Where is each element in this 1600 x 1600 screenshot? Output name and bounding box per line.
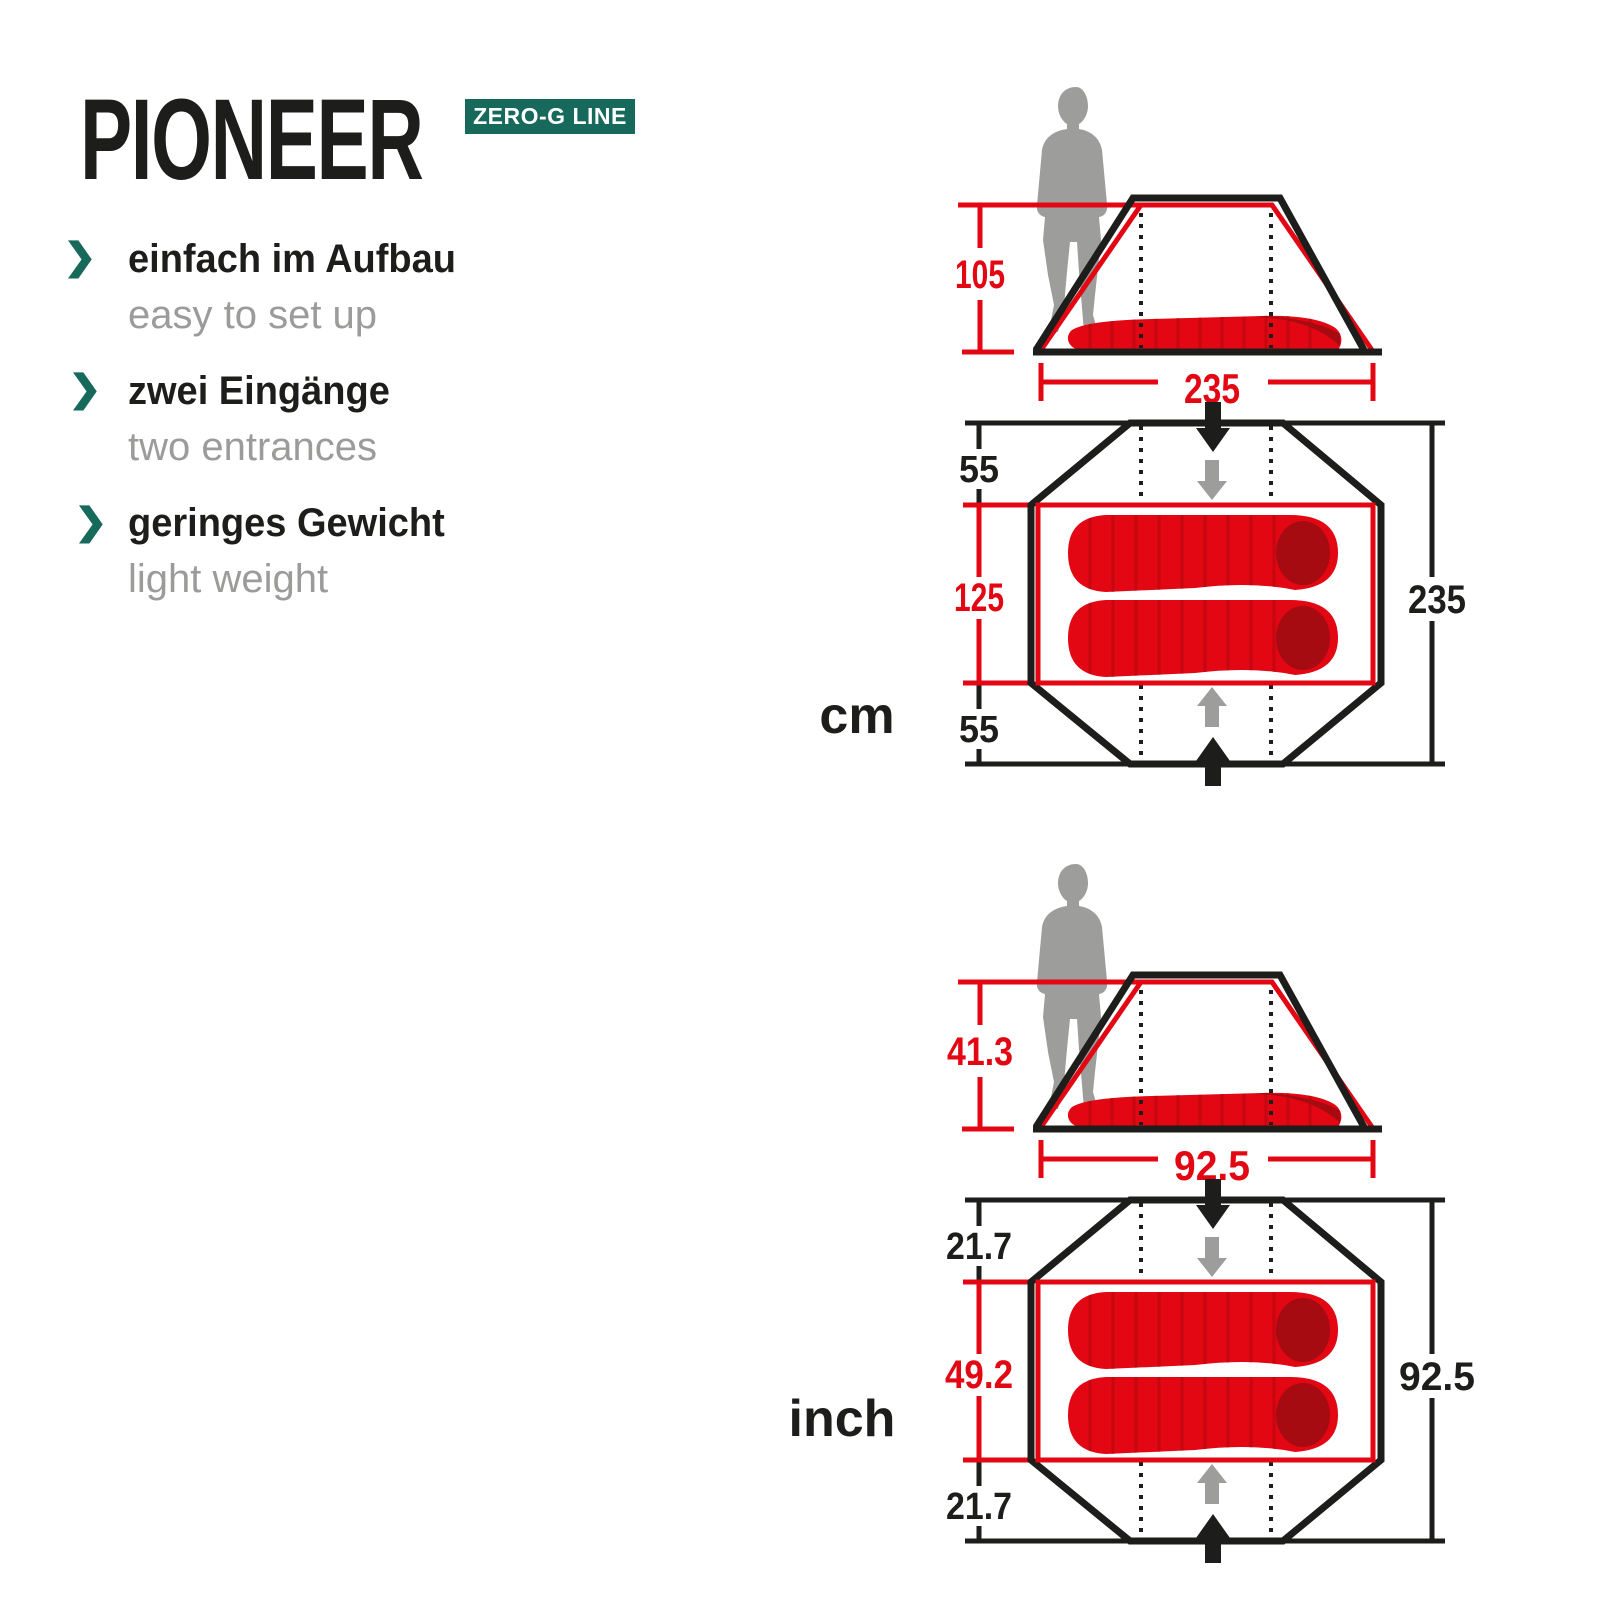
inner-door-arrow-icon: [1197, 460, 1227, 727]
vestibule-top-value: 21.7: [946, 1226, 1012, 1268]
unit-label: inch: [789, 1390, 896, 1448]
tent-side-view: 41.3 92.5: [947, 971, 1382, 1189]
inner-tent-rect: [1035, 1279, 1376, 1463]
sleeping-bag-side: [1067, 1092, 1342, 1127]
vestibule-bottom-value: 55: [959, 709, 999, 751]
tent-footprint-octagon: [1027, 1196, 1385, 1545]
inner-length-value: 125: [954, 576, 1004, 620]
feature-en: light weight: [128, 557, 329, 601]
feature-de: geringes Gewicht: [128, 501, 445, 545]
feature-de: zwei Eingänge: [128, 369, 390, 413]
chevron-right-icon: ❯: [63, 236, 97, 278]
outer-tent-outline: [1033, 194, 1382, 356]
inner-dimension-red: [963, 1279, 1036, 1463]
vestibule-top-value: 55: [959, 449, 999, 491]
product-line-badge: ZERO-G LINE: [465, 99, 635, 134]
side-height-value: 41.3: [947, 1030, 1013, 1074]
feature-en: two entrances: [128, 425, 378, 469]
feature-en: easy to set up: [128, 293, 378, 337]
chevron-right-icon: ❯: [68, 368, 102, 410]
feature-de: einfach im Aufbau: [128, 237, 456, 281]
total-length-value: 92.5: [1399, 1355, 1475, 1399]
tent-footprint-octagon: [1027, 419, 1385, 768]
tent-top-view: 55 125 55 235: [954, 402, 1466, 786]
tent-dimension-diagram-cm: 105 235: [819, 87, 1466, 786]
height-dimension: 41.3: [947, 982, 1014, 1132]
vestibule-bottom-value: 21.7: [946, 1486, 1012, 1528]
inner-dimension-red: [963, 502, 1036, 686]
total-length-value: 235: [1408, 578, 1466, 622]
product-line-badge-label: ZERO-G LINE: [473, 103, 627, 129]
page-title: PIONEER: [80, 76, 424, 204]
side-height-value: 105: [955, 253, 1005, 297]
sleeping-bag-side: [1067, 315, 1342, 350]
tent-side-view: 105 235: [955, 194, 1382, 412]
pole-dotted-lines: [1139, 990, 1273, 1125]
entrance-arrow-icon: [1196, 402, 1230, 786]
tent-dimension-diagram-inch: 41.3 92.5: [789, 864, 1475, 1563]
chevron-right-icon: ❯: [74, 501, 108, 543]
inner-length-value: 49.2: [945, 1353, 1013, 1397]
pole-dotted-lines: [1139, 213, 1273, 348]
unit-label: cm: [819, 687, 894, 745]
sleeping-bag-top: [1068, 1292, 1338, 1369]
tent-top-view: 21.7 49.2 21.7 92.5: [945, 1179, 1475, 1563]
outer-tent-outline: [1033, 971, 1382, 1133]
entrance-arrow-icon: [1196, 1179, 1230, 1563]
pole-dotted-lines: [1139, 1203, 1273, 1538]
sleeping-bag-top: [1068, 600, 1338, 677]
inner-tent-rect: [1035, 502, 1376, 686]
pole-dotted-lines: [1139, 426, 1273, 761]
inner-door-arrow-icon: [1197, 1237, 1227, 1504]
sleeping-bag-top: [1068, 1377, 1338, 1454]
height-dimension: 105: [955, 205, 1014, 355]
sleeping-bag-top: [1068, 515, 1338, 592]
